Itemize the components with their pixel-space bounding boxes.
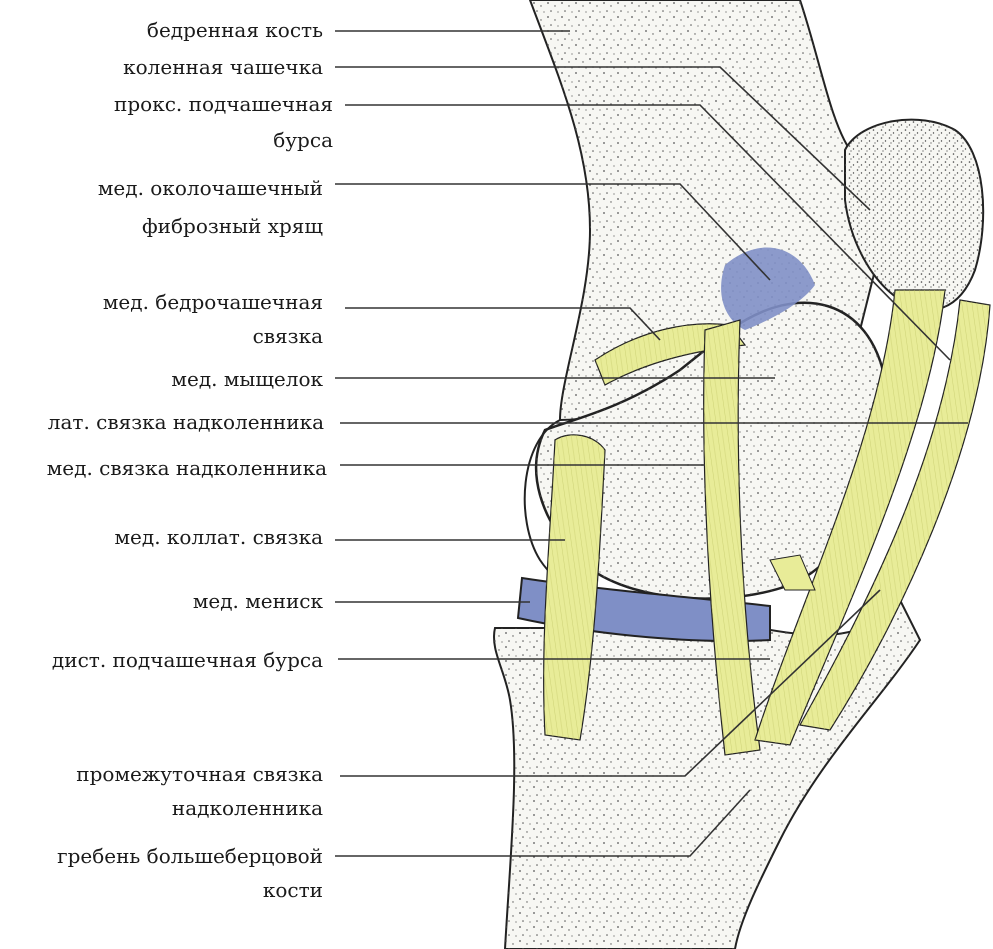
label-med-meniscus: мед. мениск	[193, 589, 323, 613]
label-femur: бедренная кость	[147, 18, 323, 42]
label-med-cartilage: мед. околочашечный фиброзный хрящ	[98, 176, 323, 238]
label-inter-patellar-lig: промежуточная связка надколенника	[76, 762, 323, 820]
label-prox-bursa: прокс. подчашечная бурса	[114, 92, 333, 152]
label-med-collateral: мед. коллат. связка	[115, 525, 324, 549]
label-med-femoropatellar: мед. бедрочашечная связка	[103, 290, 323, 348]
label-med-patellar-lig: мед. связка надколенника	[47, 456, 327, 480]
label-lat-patellar-lig: лат. связка надколенника	[48, 410, 324, 434]
label-patella: коленная чашечка	[123, 55, 323, 79]
label-tibial-crest: гребень большеберцовой кости	[57, 844, 323, 902]
label-med-condyle: мед. мыщелок	[171, 367, 323, 391]
label-dist-bursa: дист. подчашечная бурса	[52, 648, 323, 672]
